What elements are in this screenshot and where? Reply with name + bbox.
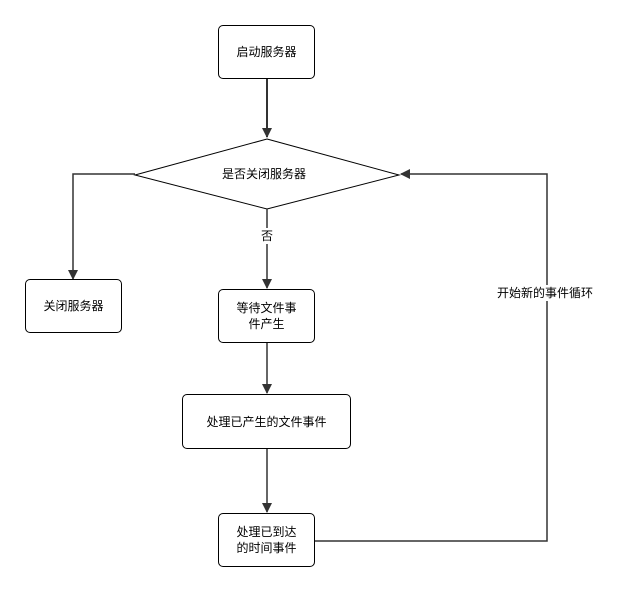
node-wait-file-event: 等待文件事件产生 bbox=[218, 289, 315, 343]
edge-label-no: 否 bbox=[261, 228, 274, 244]
node-decision-label: 是否关闭服务器 bbox=[222, 167, 307, 181]
node-shutdown-server: 关闭服务器 bbox=[25, 279, 122, 333]
node-process-time-event: 处理已到达的时间事件 bbox=[218, 513, 315, 567]
node-start-server: 启动服务器 bbox=[218, 25, 315, 79]
node-process-file-event: 处理已产生的文件事件 bbox=[182, 394, 351, 449]
arrow-decision-to-shutdown bbox=[68, 173, 135, 280]
arrow-loop-back-to-decision bbox=[315, 169, 548, 542]
edge-label-new-loop: 开始新的事件循环 bbox=[497, 285, 594, 301]
